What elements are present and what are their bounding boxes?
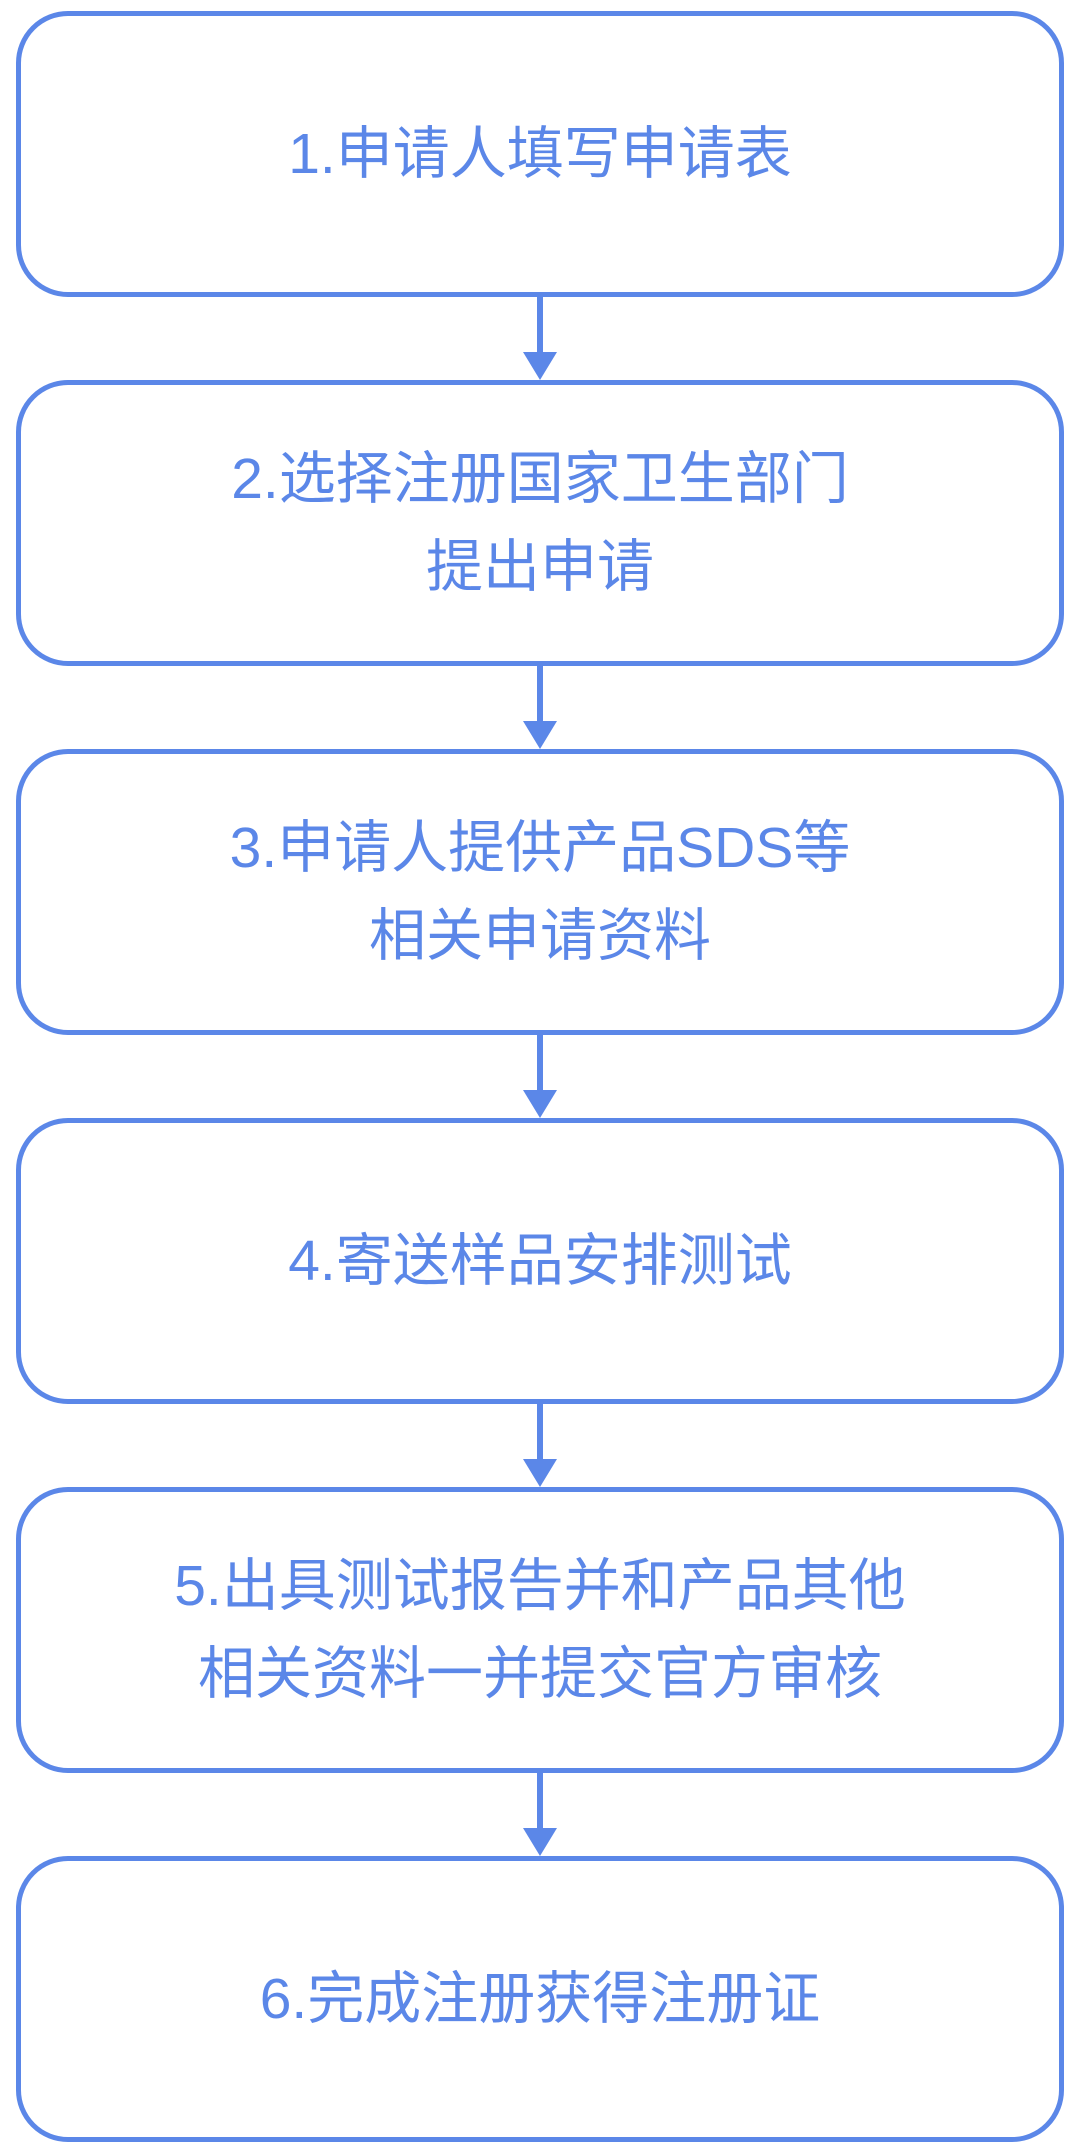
flow-step-3: 3.申请人提供产品SDS等 相关申请资料 — [16, 749, 1064, 1035]
flow-step-4: 4.寄送样品安排测试 — [16, 1118, 1064, 1404]
arrow-down-icon — [523, 1090, 557, 1118]
arrow-line — [537, 666, 543, 721]
flow-arrow-5 — [523, 1773, 557, 1856]
arrow-down-icon — [523, 721, 557, 749]
flow-step-2: 2.选择注册国家卫生部门 提出申请 — [16, 380, 1064, 666]
flow-step-4-label: 4.寄送样品安排测试 — [288, 1228, 792, 1293]
arrow-down-icon — [523, 1828, 557, 1856]
arrow-down-icon — [523, 1459, 557, 1487]
flow-arrow-3 — [523, 1035, 557, 1118]
flow-step-6: 6.完成注册获得注册证 — [16, 1856, 1064, 2142]
flow-arrow-1 — [523, 297, 557, 380]
arrow-line — [537, 1035, 543, 1090]
arrow-line — [537, 1404, 543, 1459]
flow-step-6-label: 6.完成注册获得注册证 — [259, 1966, 821, 2031]
flow-arrow-2 — [523, 666, 557, 749]
flow-step-1: 1.申请人填写申请表 — [16, 11, 1064, 297]
arrow-down-icon — [523, 352, 557, 380]
flow-step-1-label: 1.申请人填写申请表 — [288, 121, 792, 186]
flow-step-3-label: 3.申请人提供产品SDS等 相关申请资料 — [229, 815, 851, 968]
flow-step-5: 5.出具测试报告并和产品其他 相关资料一并提交官方审核 — [16, 1487, 1064, 1773]
flow-step-2-label: 2.选择注册国家卫生部门 提出申请 — [231, 446, 849, 599]
flow-step-5-label: 5.出具测试报告并和产品其他 相关资料一并提交官方审核 — [174, 1553, 906, 1706]
arrow-line — [537, 297, 543, 352]
arrow-line — [537, 1773, 543, 1828]
flow-arrow-4 — [523, 1404, 557, 1487]
